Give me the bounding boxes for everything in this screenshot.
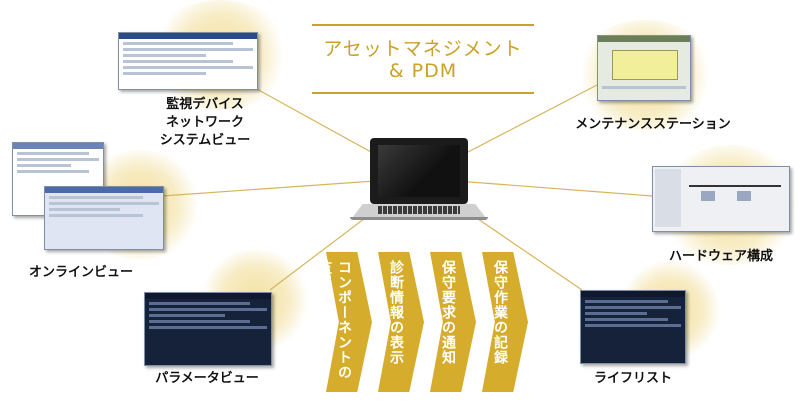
monitor-view-screenshot — [118, 32, 258, 90]
parameter-view-screenshot — [144, 292, 272, 366]
form-row — [17, 164, 71, 167]
laptop-lip — [350, 217, 488, 220]
form-row — [49, 196, 144, 199]
step-label-2: 診断情報の表示 — [388, 260, 404, 365]
window-titlebar — [145, 293, 271, 299]
step-arrow-4: 保守作業の記録 — [482, 252, 528, 392]
list-row — [585, 312, 648, 315]
form-row — [17, 152, 89, 155]
window-titlebar — [581, 291, 685, 297]
tree-row — [123, 66, 253, 69]
topology-bus — [689, 185, 781, 187]
tree-row — [123, 54, 206, 57]
label-online: オンラインビュー — [28, 265, 133, 280]
label-monitor: 監視デバイス ネットワーク システムビュー — [135, 96, 275, 150]
form-row — [17, 158, 99, 161]
title-box: アセットマネジメント & PDM — [312, 24, 534, 94]
lifelist-screenshot — [580, 290, 686, 364]
list-row — [585, 300, 669, 303]
tree-row — [123, 48, 253, 51]
hardware-config-screenshot — [652, 166, 790, 232]
maintenance-station-screenshot — [597, 35, 691, 101]
step-arrow-3: 保守要求の通知 — [430, 252, 476, 392]
tree-row — [123, 42, 234, 45]
param-row — [149, 302, 250, 305]
label-monitor-line-3: システムビュー — [159, 133, 251, 148]
laptop-display — [378, 145, 460, 197]
tree-row — [123, 60, 234, 63]
label-parameter: パラメータビュー — [155, 371, 259, 386]
form-row — [49, 214, 144, 217]
form-row — [49, 208, 120, 211]
label-maintenance: メンテナンスステーション — [575, 117, 731, 132]
tree-row — [123, 72, 206, 75]
title-rule-top — [312, 24, 534, 26]
status-row — [602, 86, 686, 89]
window-titlebar — [13, 143, 103, 149]
title-line-2: & PDM — [388, 60, 458, 82]
step-label-1: コンポーネントの監視 — [316, 260, 352, 380]
module-list — [655, 169, 681, 227]
list-row — [585, 324, 681, 327]
title-line-1: アセットマネジメント — [323, 38, 523, 60]
title-rule-bottom — [312, 92, 534, 94]
form-row — [17, 170, 89, 173]
topology-node — [701, 191, 715, 201]
window-titlebar — [45, 187, 163, 193]
label-lifelist: ライフリスト — [593, 371, 672, 386]
param-row — [149, 314, 225, 317]
list-row — [585, 318, 669, 321]
laptop-keyboard — [378, 206, 460, 214]
online-view-screenshot-front — [44, 186, 164, 250]
param-row — [149, 320, 250, 323]
list-row — [585, 306, 681, 309]
window-titlebar — [119, 33, 257, 39]
label-monitor-line-2: ネットワーク — [165, 115, 244, 130]
topology-node — [737, 191, 751, 201]
label-monitor-line-1: 監視デバイス — [166, 97, 244, 112]
step-arrow-2: 診断情報の表示 — [378, 252, 424, 392]
window-titlebar — [598, 36, 690, 42]
label-hardware: ハードウェア構成 — [668, 249, 773, 264]
flow-diagram — [612, 50, 678, 80]
step-label-3: 保守要求の通知 — [440, 260, 456, 365]
step-arrow-1: コンポーネントの監視 — [316, 252, 372, 392]
step-label-4: 保守作業の記録 — [492, 260, 508, 365]
form-row — [49, 202, 159, 205]
param-row — [149, 308, 267, 311]
param-row — [149, 326, 267, 329]
